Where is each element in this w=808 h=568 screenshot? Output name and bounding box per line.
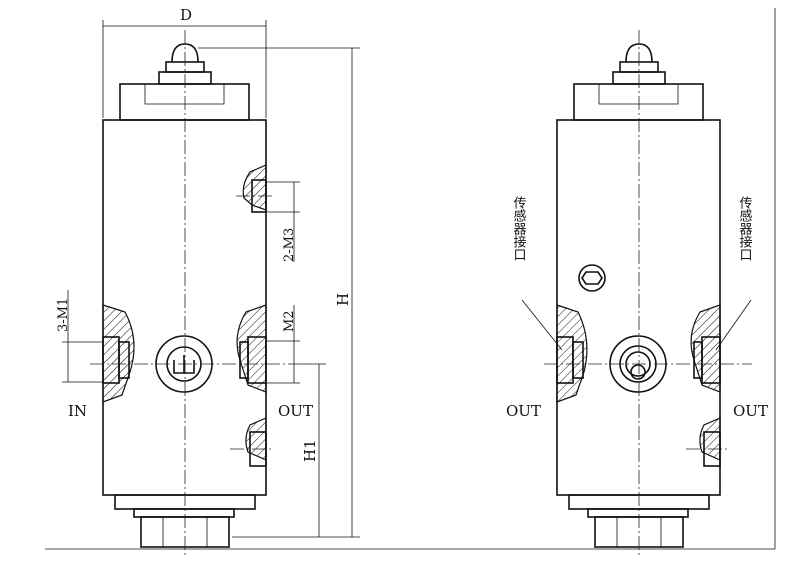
valve-body-side (556, 119, 721, 496)
port-3m1-label: 3-M1 (56, 298, 71, 332)
port-m2-label: M2 (282, 310, 297, 332)
top-cap-side (573, 83, 704, 121)
sensor-port-label-right: 传感器接口 (737, 196, 753, 261)
front-view: D H H1 2-M3 M2 3-M1 IN OUT (56, 6, 360, 555)
side-view: 传感器接口 传感器接口 OUT OUT (506, 30, 768, 555)
port-2m3-label: 2-M3 (282, 228, 297, 262)
out-label-side-left: OUT (506, 402, 541, 420)
dim-h1-label: H1 (301, 439, 319, 462)
dim-h-label: H (334, 293, 352, 306)
sensor-port-label-left: 传感器接口 (511, 196, 527, 261)
valve-body-front (102, 119, 267, 496)
in-label: IN (68, 402, 87, 420)
out-label-side-right: OUT (733, 402, 768, 420)
top-cap-front (119, 83, 250, 121)
out-label-front: OUT (278, 402, 313, 420)
dim-d-label: D (180, 6, 192, 24)
hex-plug-side (578, 264, 606, 292)
